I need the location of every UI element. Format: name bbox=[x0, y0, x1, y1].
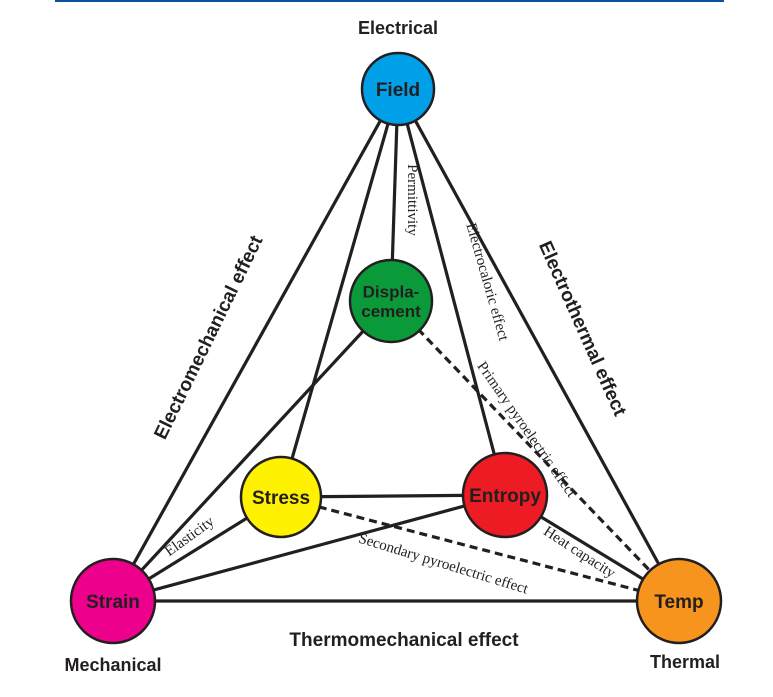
permittivity-label: Permittivity bbox=[404, 164, 420, 236]
node-label-displacement: cement bbox=[361, 302, 421, 321]
mechanical-domain-label: Mechanical bbox=[64, 655, 161, 675]
thermomechanical-effect-label: Thermomechanical effect bbox=[289, 630, 519, 651]
heat-capacity-label: Heat capacity bbox=[540, 524, 618, 582]
edge-displacement-temp bbox=[389, 299, 681, 603]
node-stress: Stress bbox=[239, 455, 323, 539]
thermal-domain-label: Thermal bbox=[650, 652, 720, 672]
electrothermal-effect-label: Electrothermal effect bbox=[534, 238, 630, 420]
node-displacement: Displa-cement bbox=[348, 258, 434, 344]
electrical-domain-label: Electrical bbox=[358, 18, 438, 38]
node-field: Field bbox=[360, 51, 436, 127]
secondary-pyroelectric-effect-label: Secondary pyroelectric effect bbox=[357, 531, 531, 598]
electromechanical-effect-label: Electromechanical effect bbox=[151, 232, 268, 443]
top-rule bbox=[55, 0, 724, 2]
node-circle-entropy bbox=[461, 451, 549, 539]
edge-field-stress bbox=[279, 88, 400, 498]
node-circle-temp bbox=[635, 557, 723, 645]
edge-stress-temp bbox=[280, 495, 680, 603]
edge-entropy-strain bbox=[112, 493, 506, 603]
node-label-temp: Temp bbox=[654, 592, 703, 613]
node-label-displacement: Displa- bbox=[363, 282, 420, 301]
node-circle-displacement bbox=[348, 258, 434, 344]
node-circle-stress bbox=[239, 455, 323, 539]
node-circle-field bbox=[360, 51, 436, 127]
node-circle-strain bbox=[69, 557, 157, 645]
edge-field-strain bbox=[111, 88, 400, 602]
node-label-entropy: Entropy bbox=[469, 486, 541, 507]
node-temp: Temp bbox=[635, 557, 723, 645]
node-label-field: Field bbox=[376, 80, 420, 101]
edge-displacement-strain bbox=[111, 299, 393, 603]
edge-field-entropy bbox=[396, 88, 507, 496]
edge-field-temp bbox=[396, 88, 681, 602]
node-strain: Strain bbox=[69, 557, 157, 645]
node-label-strain: Strain bbox=[86, 592, 140, 613]
node-label-stress: Stress bbox=[252, 488, 310, 509]
node-entropy: Entropy bbox=[461, 451, 549, 539]
